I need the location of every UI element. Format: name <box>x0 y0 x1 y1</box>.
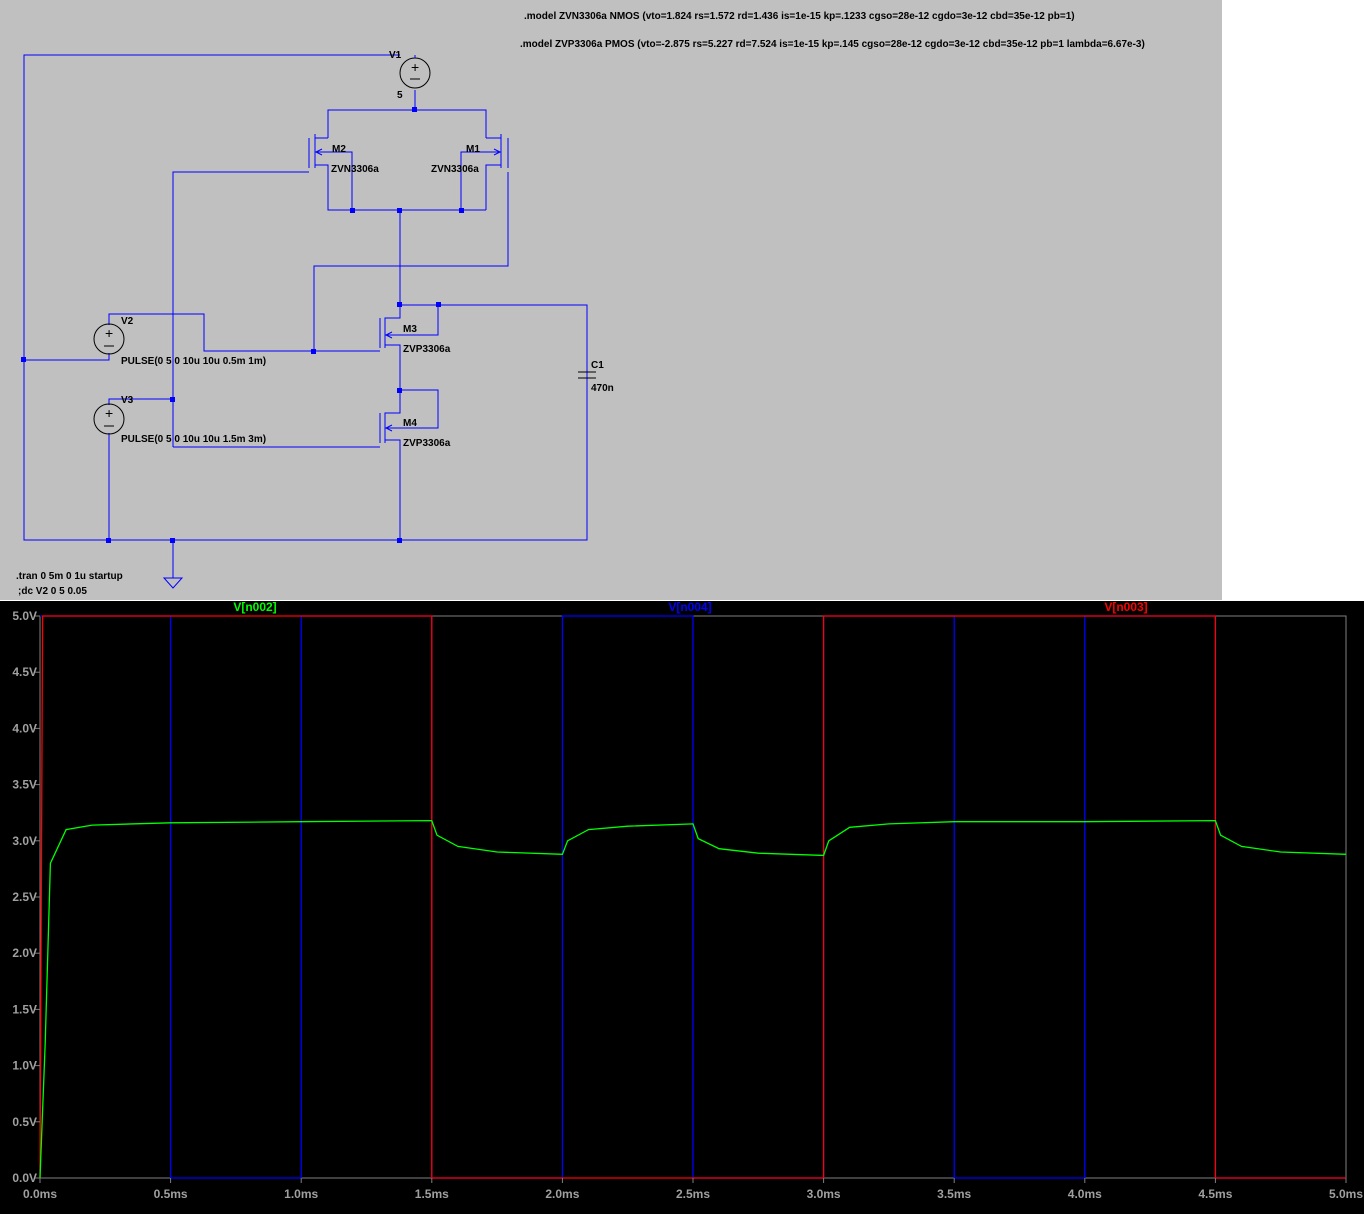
pmos-model-directive[interactable]: .model ZVP3306a PMOS (vto=-2.875 rs=5.22… <box>520 39 1145 50</box>
v2-source-symbol[interactable]: + <box>93 323 125 355</box>
y-tick-label: 1.5V <box>12 1002 37 1016</box>
svg-text:+: + <box>411 59 419 75</box>
y-tick-label: 3.0V <box>12 834 37 848</box>
wire <box>23 54 588 541</box>
v1-source-symbol[interactable]: + <box>399 55 431 89</box>
trace-label-vn003[interactable]: V[n003] <box>1104 601 1147 614</box>
tran-directive[interactable]: .tran 0 5m 0 1u startup <box>16 571 123 582</box>
x-tick-label: 1.0ms <box>284 1187 318 1201</box>
trace-label-vn002[interactable]: V[n002] <box>233 601 276 614</box>
v2-value-label[interactable]: PULSE(0 5 0 10u 10u 0.5m 1m) <box>121 356 266 367</box>
x-tick-label: 4.5ms <box>1198 1187 1232 1201</box>
wires <box>23 54 588 578</box>
y-tick-label: 1.0V <box>12 1059 37 1073</box>
x-tick-label: 2.5ms <box>676 1187 710 1201</box>
m3-name-label[interactable]: M3 <box>403 324 417 335</box>
m1-name-label[interactable]: M1 <box>466 144 480 155</box>
c1-name-label[interactable]: C1 <box>591 360 604 371</box>
y-tick-label: 0.0V <box>12 1171 37 1185</box>
v3-value-label[interactable]: PULSE(0 5 0 10u 10u 1.5m 3m) <box>121 434 266 445</box>
x-tick-label: 1.5ms <box>415 1187 449 1201</box>
x-tick-label: 3.0ms <box>807 1187 841 1201</box>
y-tick-label: 2.0V <box>12 946 37 960</box>
x-tick-label: 0.0ms <box>23 1187 57 1201</box>
v2-name-label[interactable]: V2 <box>121 316 134 327</box>
plot-ticks: 0.0ms 0.5ms 1.0ms 1.5ms 2.0ms 2.5ms 3.0ms 3.5ms… <box>12 609 1363 1201</box>
m4-model-label[interactable]: ZVP3306a <box>403 438 451 449</box>
c1-value-label[interactable]: 470n <box>591 383 614 394</box>
y-tick-label: 5.0V <box>12 609 37 623</box>
m2-model-label[interactable]: ZVN3306a <box>331 164 379 175</box>
x-tick-label: 3.5ms <box>937 1187 971 1201</box>
nmos-model-directive[interactable]: .model ZVN3306a NMOS (vto=1.824 rs=1.572… <box>524 11 1075 22</box>
ground-symbol <box>162 577 184 589</box>
trace-vn002 <box>39 819 1347 1179</box>
x-tick-label: 4.0ms <box>1068 1187 1102 1201</box>
y-tick-label: 4.0V <box>12 721 37 735</box>
svg-text:+: + <box>105 325 113 341</box>
y-tick-label: 4.5V <box>12 665 37 679</box>
m4-name-label[interactable]: M4 <box>403 418 417 429</box>
waveform-viewer[interactable]: 0.0ms 0.5ms 1.0ms 1.5ms 2.0ms 2.5ms 3.0ms 3.5ms… <box>0 601 1364 1214</box>
capacitor-c1-symbol[interactable] <box>578 371 596 379</box>
v3-source-symbol[interactable]: + <box>93 403 125 435</box>
trace-vn004 <box>40 615 1346 1179</box>
waveform-plot[interactable]: 0.0ms 0.5ms 1.0ms 1.5ms 2.0ms 2.5ms 3.0ms 3.5ms… <box>0 601 1364 1214</box>
y-tick-label: 3.5V <box>12 778 37 792</box>
x-tick-label: 5.0ms <box>1329 1187 1363 1201</box>
plot-legend: V[n002] V[n004] V[n003] <box>233 601 1147 614</box>
x-tick-label: 2.0ms <box>545 1187 579 1201</box>
trace-label-vn004[interactable]: V[n004] <box>668 601 711 614</box>
m1-model-label[interactable]: ZVN3306a <box>431 164 479 175</box>
m3-model-label[interactable]: ZVP3306a <box>403 344 451 355</box>
schematic-editor[interactable]: + + + <box>0 0 1222 600</box>
svg-text:+: + <box>105 405 113 421</box>
v1-value-label[interactable]: 5 <box>397 90 403 101</box>
schematic-canvas[interactable]: + + + <box>0 0 1222 600</box>
junction-dots <box>21 107 464 543</box>
dc-directive-comment[interactable]: ;dc V2 0 5 0.05 <box>18 586 87 597</box>
mosfet-arrows <box>314 148 502 432</box>
m2-name-label[interactable]: M2 <box>332 144 346 155</box>
y-tick-label: 0.5V <box>12 1115 37 1129</box>
y-tick-label: 2.5V <box>12 890 37 904</box>
plot-traces <box>39 615 1347 1179</box>
v3-name-label[interactable]: V3 <box>121 395 134 406</box>
v1-name-label[interactable]: V1 <box>389 50 402 61</box>
x-tick-label: 0.5ms <box>154 1187 188 1201</box>
